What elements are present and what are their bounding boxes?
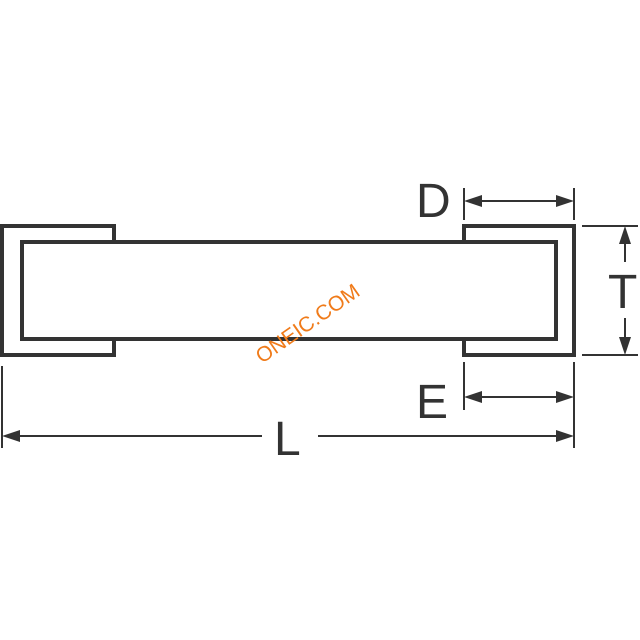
e-arrow-left: [464, 391, 482, 403]
t-arrow-top: [619, 226, 631, 244]
l-arrow-left: [2, 430, 20, 442]
e-label: E: [416, 376, 448, 429]
resistor-body: [20, 240, 558, 341]
e-arrow-right: [556, 391, 574, 403]
d-arrow-right: [556, 195, 574, 207]
watermark-text: ONEIC.COM: [252, 280, 365, 368]
t-label: T: [608, 266, 637, 319]
l-arrow-right: [556, 430, 574, 442]
right-terminal: [462, 224, 576, 357]
l-label: L: [274, 413, 301, 466]
left-terminal: [0, 224, 116, 357]
d-label: D: [416, 175, 451, 228]
d-arrow-left: [464, 195, 482, 207]
t-arrow-bottom: [619, 337, 631, 355]
